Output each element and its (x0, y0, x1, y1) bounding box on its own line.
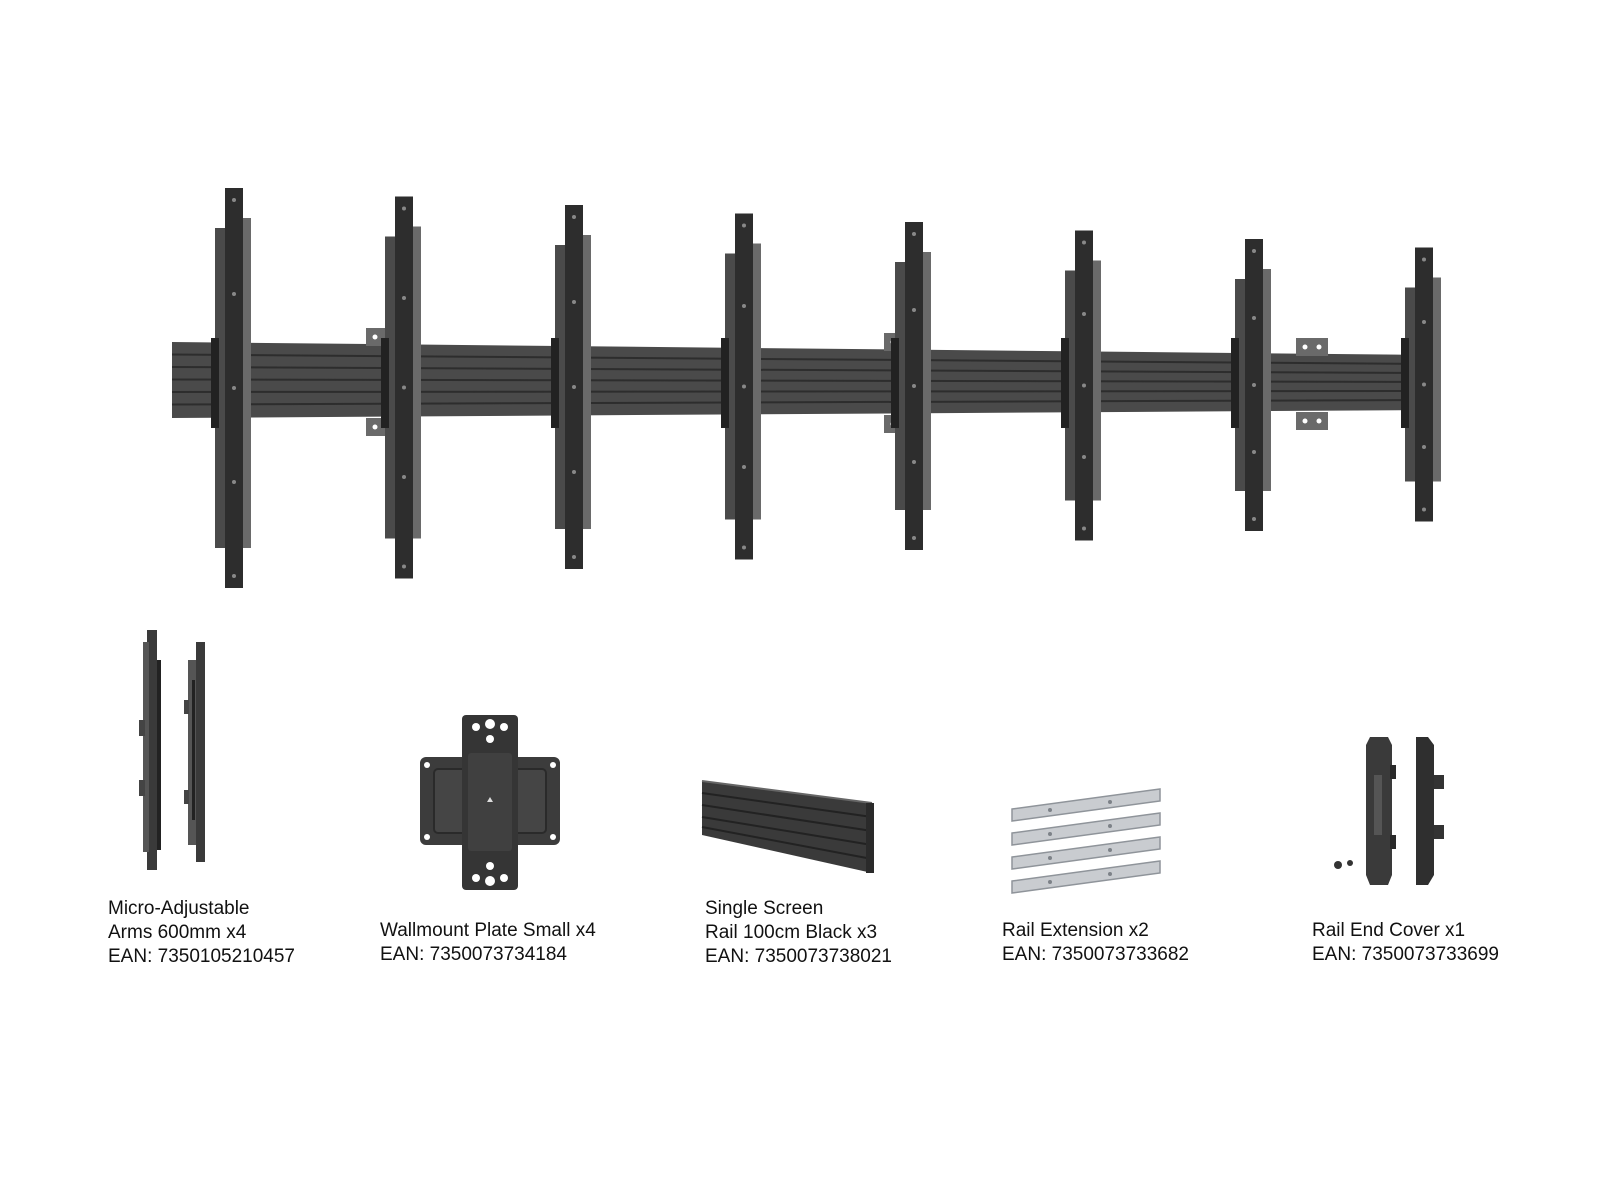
wallmount-plate-tab (1296, 338, 1328, 356)
caption-rail-end-cover: Rail End Cover x1 EAN: 7350073733699 (1312, 919, 1499, 967)
caption-single-screen-rail: Single Screen Rail 100cm Black x3 EAN: 7… (705, 897, 892, 969)
caption-line: EAN: 7350073738021 (705, 946, 892, 967)
caption-micro-adjustable-arms: Micro-Adjustable Arms 600mm x4 EAN: 7350… (108, 897, 295, 969)
caption-line: Rail 100cm Black x3 (705, 922, 878, 943)
wallmount-plate-tab (1296, 412, 1328, 430)
caption-line: Arms 600mm x4 (108, 922, 247, 943)
caption-rail-extension: Rail Extension x2 EAN: 7350073733682 (1002, 919, 1189, 967)
wallmount-plate-icon (420, 715, 560, 890)
caption-line: Single Screen (705, 898, 824, 919)
caption-line: Micro-Adjustable (108, 898, 250, 919)
caption-wallmount-plate: Wallmount Plate Small x4 EAN: 7350073734… (380, 919, 596, 967)
micro-adjustable-arms-icon (139, 630, 205, 870)
caption-line: EAN: 7350073733682 (1002, 944, 1189, 965)
single-screen-rail-icon (701, 780, 874, 873)
rail-extension-icon (1011, 788, 1161, 894)
caption-line: EAN: 7350105210457 (108, 946, 295, 967)
caption-line: EAN: 7350073733699 (1312, 944, 1499, 965)
caption-line: Rail End Cover x1 (1312, 920, 1466, 941)
caption-line: Rail Extension x2 (1002, 920, 1149, 941)
videowall-mount-assembly-icon (171, 188, 1441, 588)
caption-line: Wallmount Plate Small x4 (380, 920, 596, 941)
caption-line: EAN: 7350073734184 (380, 944, 567, 965)
rail-end-cover-icon (1334, 737, 1444, 885)
